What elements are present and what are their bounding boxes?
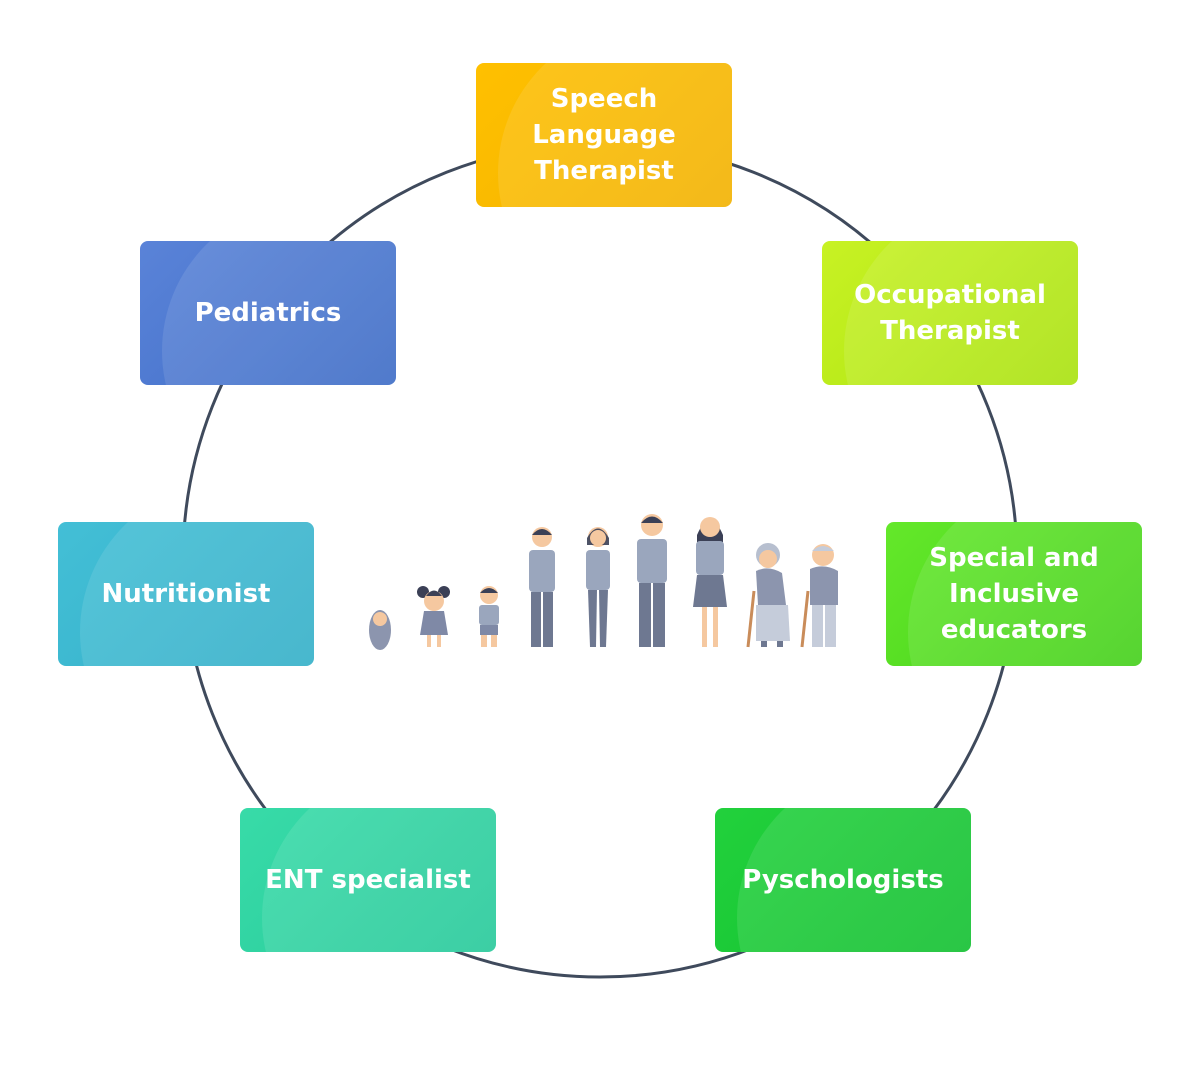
boy-figure — [479, 586, 499, 647]
elderly-man-figure — [800, 544, 838, 648]
elderly-woman-figure — [746, 543, 790, 648]
node-psychologists: Pyschologists — [715, 808, 971, 952]
woman-figure — [693, 517, 727, 647]
node-ent-specialist: ENT specialist — [240, 808, 496, 952]
man-figure — [637, 514, 667, 647]
node-label: ENT specialist — [265, 865, 471, 895]
node-pediatrics: Pediatrics — [140, 241, 396, 385]
young-man-figure — [529, 527, 555, 647]
node-label: Nutritionist — [101, 579, 271, 609]
node-label: Pyschologists — [742, 865, 944, 895]
baby-figure — [369, 610, 391, 650]
life-stages-illustration — [369, 514, 838, 650]
node-label: Pediatrics — [194, 298, 342, 328]
girl-figure — [417, 586, 450, 647]
young-woman-figure — [586, 527, 610, 647]
node-nutritionist: Nutritionist — [58, 522, 314, 666]
